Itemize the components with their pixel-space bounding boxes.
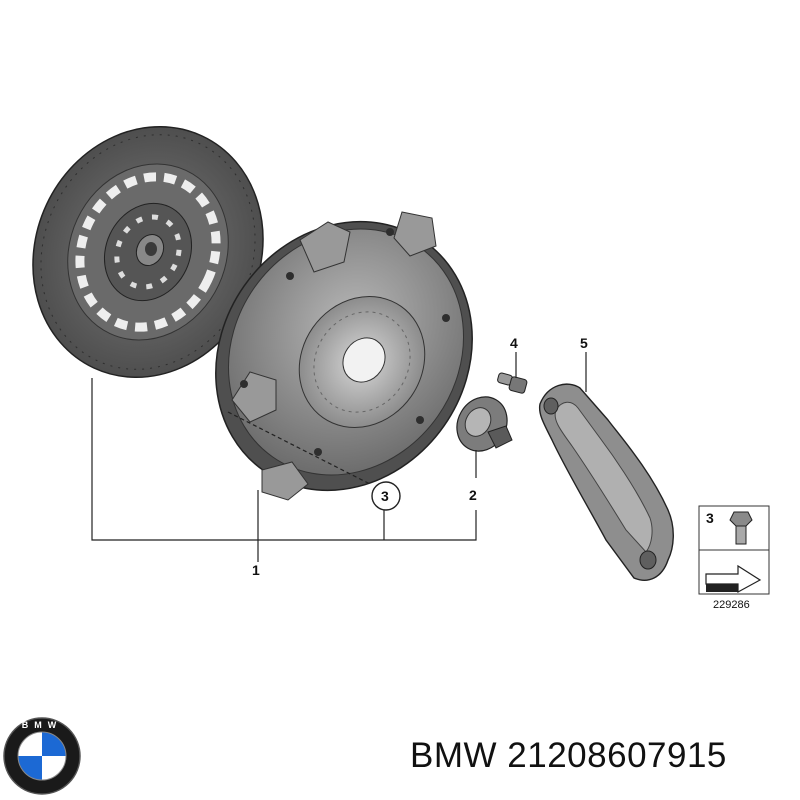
arrow-icon [705, 564, 762, 594]
pressure-plate [215, 211, 473, 501]
clutch-disc [32, 125, 264, 379]
guide-pin [497, 372, 528, 394]
part-caption: BMW 21208607915 [410, 736, 790, 786]
callout-part-2: 2 [469, 487, 477, 503]
inset-box: 3 229286 [698, 505, 770, 611]
brand-name: BMW [410, 736, 498, 775]
bolt-icon [729, 511, 753, 545]
part-number: 21208607915 [507, 736, 727, 775]
reference-code: 229286 [713, 599, 750, 611]
leader-lines [91, 352, 587, 562]
callout-circle-part-3 [371, 481, 401, 511]
release-bearing [456, 396, 513, 452]
bmw-logo: BMW [3, 717, 81, 795]
callout-part-4: 4 [510, 335, 518, 351]
release-fork [538, 383, 674, 581]
callout-part-1: 1 [252, 562, 260, 578]
inset-part-number: 3 [706, 510, 714, 526]
logo-lettering: BMW [22, 720, 63, 730]
callout-part-5: 5 [580, 335, 588, 351]
callout-part-3: 3 [381, 488, 389, 504]
